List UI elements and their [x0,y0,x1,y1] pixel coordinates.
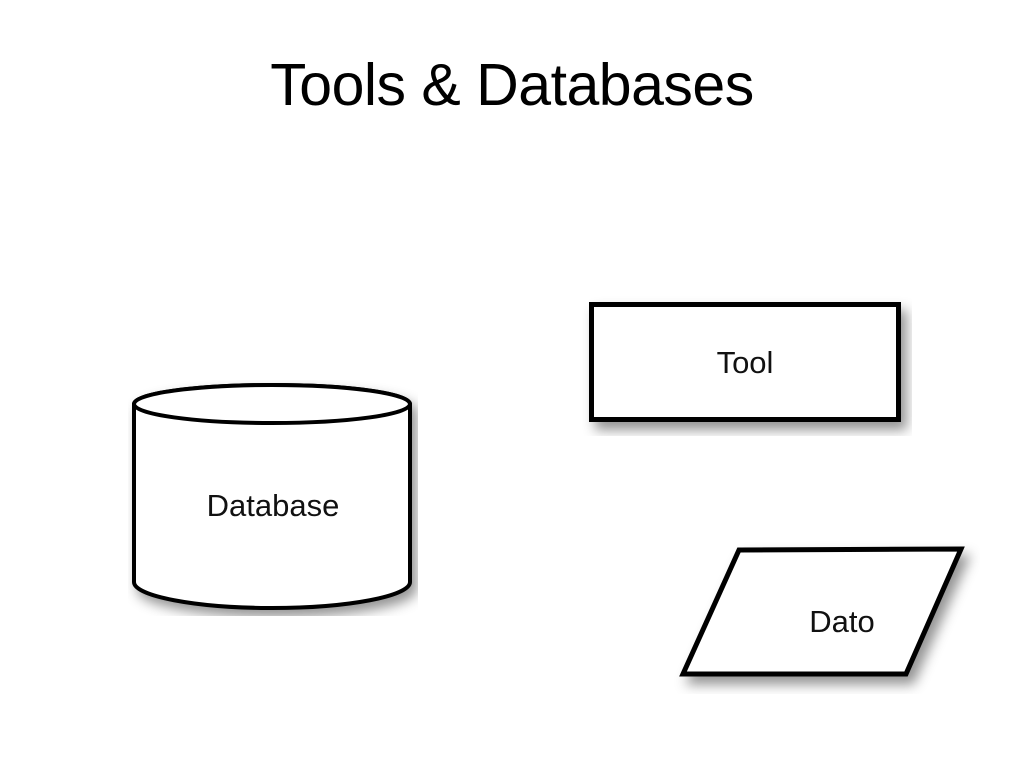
database-label-wrap: Database [128,380,418,616]
tool-label-wrap: Tool [590,303,900,421]
dato-label-wrap: Dato [668,538,980,694]
shape-database[interactable]: Database [128,380,418,616]
data-parallelogram-icon [679,546,965,677]
page-title: Tools & Databases [270,52,754,118]
shape-tool[interactable]: Tool [582,296,912,436]
shape-label-database: Database [206,487,340,523]
shape-label-dato: Dato [809,603,875,639]
process-rectangle-icon [589,302,901,422]
database-cylinder-icon [132,383,412,610]
shape-dato[interactable]: Dato [668,538,980,694]
shape-label-tool: Tool [716,344,774,380]
